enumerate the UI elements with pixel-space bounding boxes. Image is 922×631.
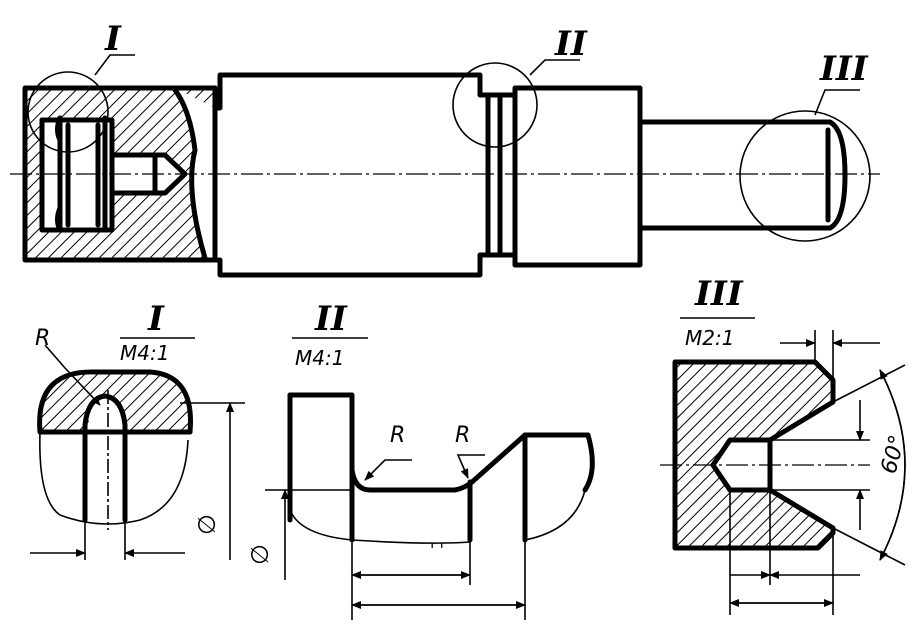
right-cylinder — [512, 85, 643, 268]
middle-cylinder — [212, 72, 491, 278]
main-shaft-view: I II III — [10, 19, 880, 278]
detail-2-title: II — [314, 299, 348, 339]
detail-2-outline — [287, 392, 595, 543]
detail-3-scale: M2:1 — [685, 326, 734, 350]
detail-circle-3 — [739, 110, 871, 242]
detail-2-radius-2: R — [455, 423, 470, 448]
detail-circle-2 — [452, 62, 538, 148]
marker-3-main: III — [819, 49, 869, 89]
detail-3-title: III — [694, 274, 744, 314]
detail-circle-1 — [27, 71, 109, 153]
marker-1-main: I — [104, 19, 122, 59]
head-outline — [22, 85, 218, 263]
break-line — [172, 87, 208, 261]
detail-3-view: III M2:1 60° — [660, 274, 911, 615]
groove — [485, 92, 518, 258]
detail-1-scale: M4:1 — [120, 341, 169, 365]
detail-2-view: II M4:1 ' ' R R ∅ — [246, 299, 595, 620]
svg-text:' ': ' ' — [430, 540, 444, 559]
detail-2-diameter: ∅ — [246, 544, 274, 565]
detail-1-radius: R — [35, 326, 50, 351]
detail-3-hatch — [675, 362, 833, 548]
detail-3-angle: 60° — [877, 432, 911, 476]
detail-2-scale: M4:1 — [295, 346, 344, 370]
detail-2-radius-1: R — [390, 423, 405, 448]
detail-1-view: I M4:1 R ∅ — [30, 299, 245, 560]
detail-1-title: I — [147, 299, 165, 339]
pin — [637, 119, 848, 231]
marker-2-main: II — [554, 24, 588, 64]
detail-1-diameter: ∅ — [193, 514, 221, 535]
